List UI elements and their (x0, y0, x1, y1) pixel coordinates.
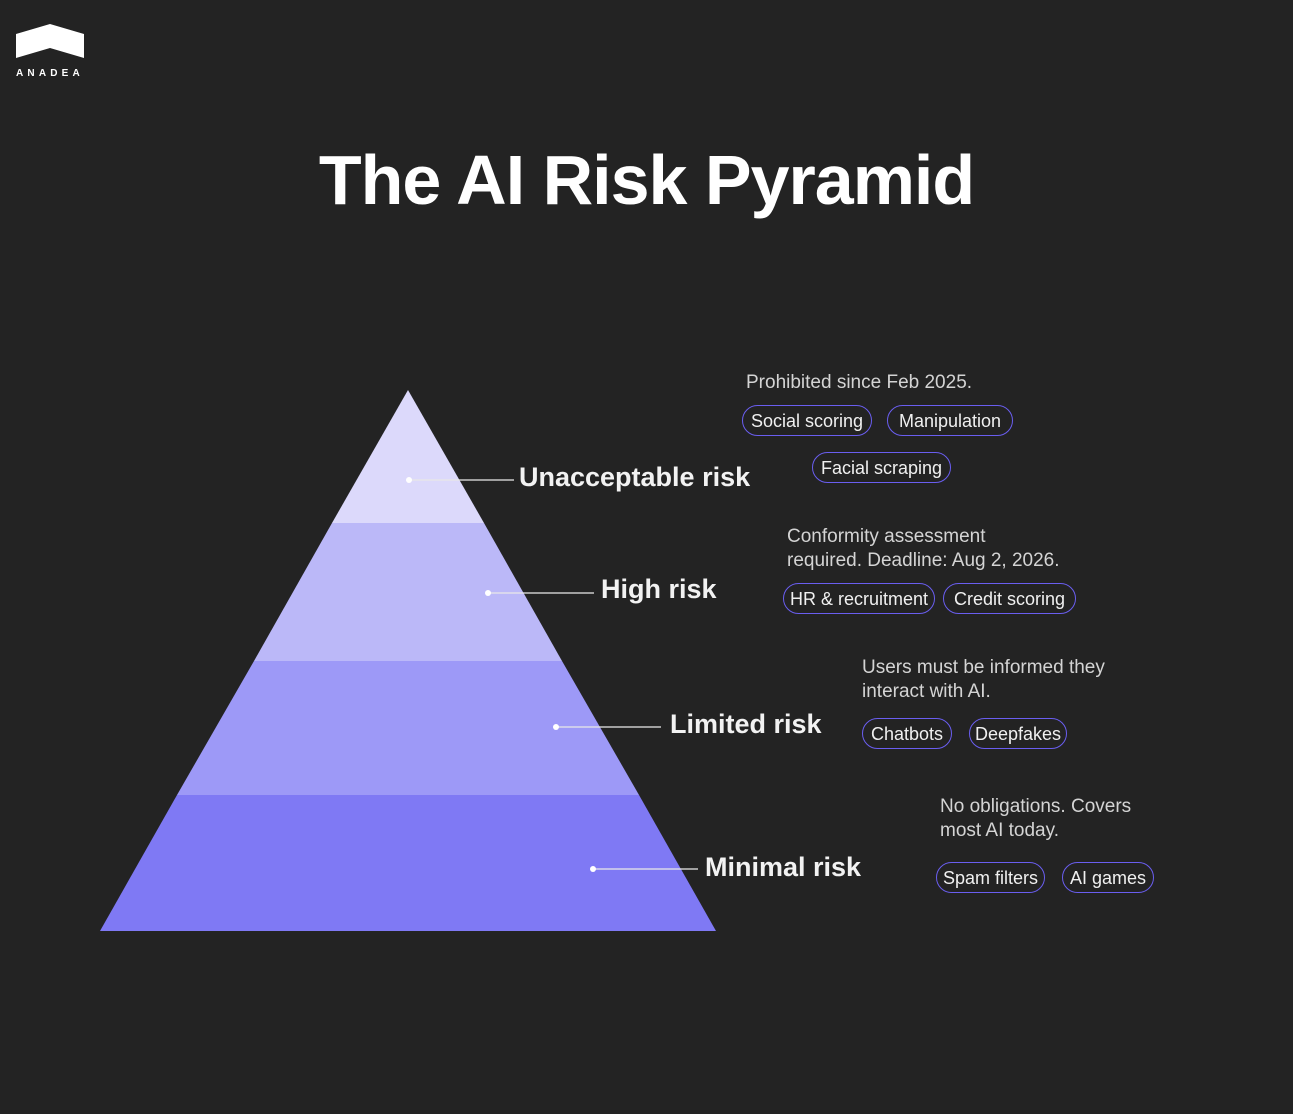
tier-label-minimal: Minimal risk (705, 852, 862, 882)
pyramid-tier-minimal (100, 795, 716, 931)
description-line: most AI today. (940, 820, 1059, 841)
example-chip: Spam filters (936, 862, 1046, 893)
pyramid-tier-unacceptable (332, 390, 484, 523)
tier-description: Users must be informed they interact wit… (862, 656, 1105, 704)
leader-dot (553, 724, 559, 730)
tier-description: Conformity assessment required. Deadline… (787, 525, 1060, 573)
tier-label-limited: Limited risk (670, 709, 822, 739)
anadea-logo-icon (16, 24, 84, 58)
example-chip: AI games (1062, 862, 1155, 893)
example-chip: Deepfakes (969, 718, 1068, 749)
description-line: required. Deadline: Aug 2, 2026. (787, 550, 1060, 571)
tier-label-unacceptable: Unacceptable risk (519, 462, 751, 492)
example-chip: Credit scoring (943, 583, 1077, 614)
description-line: interact with AI. (862, 681, 991, 702)
example-chip: Facial scraping (812, 452, 952, 483)
description-line: No obligations. Covers (940, 796, 1132, 817)
logo-text: ANADEA (16, 68, 84, 79)
leader-dot (485, 590, 491, 596)
example-chip: Manipulation (887, 405, 1014, 436)
leader-dot (590, 866, 596, 872)
page-title: The AI Risk Pyramid (318, 141, 975, 219)
leader-dot (406, 477, 412, 483)
pyramid-tier-high (254, 523, 562, 661)
description-line: Conformity assessment (787, 526, 986, 547)
tier-description: No obligations. Covers most AI today. (940, 795, 1131, 843)
tier-label-high: High risk (601, 574, 717, 604)
example-chip: HR & recruitment (783, 583, 936, 614)
example-chip: Social scoring (742, 405, 873, 436)
description-line: Users must be informed they (862, 657, 1105, 678)
tier-description: Prohibited since Feb 2025. (746, 372, 973, 393)
pyramid-tier-limited (177, 661, 639, 795)
example-chip: Chatbots (862, 718, 953, 749)
